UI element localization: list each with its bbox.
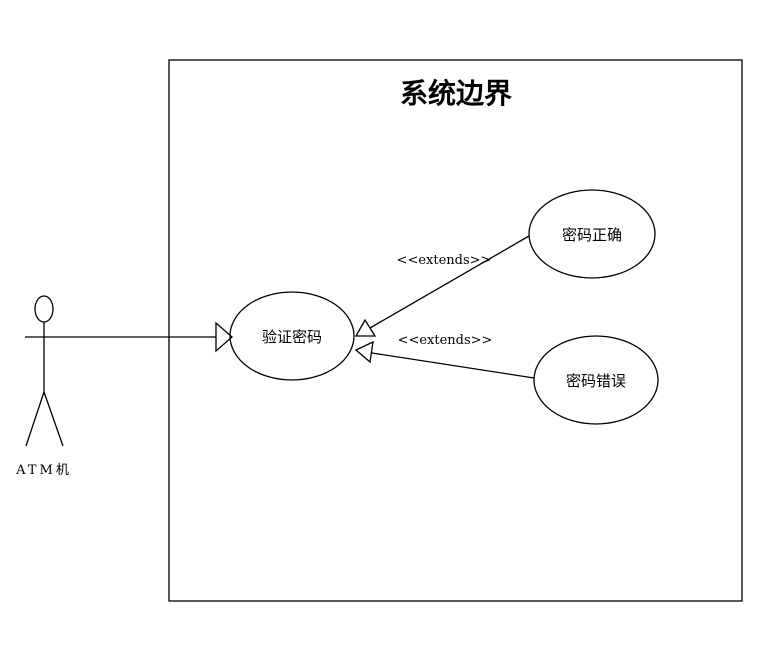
actor-head xyxy=(34,295,54,323)
system-boundary xyxy=(168,59,743,602)
use-case-wrong-label: 密码错误 xyxy=(566,372,626,390)
use-case-verify-ellipse xyxy=(229,291,355,381)
use-case-correct-ellipse xyxy=(528,189,656,279)
extend-arrowhead xyxy=(354,318,377,337)
use-case-password-correct[interactable]: 密码正确 xyxy=(528,189,656,279)
association-actor-verify xyxy=(63,321,233,353)
extend-line xyxy=(371,352,535,379)
extend-arrowhead xyxy=(354,340,374,364)
association-arrowhead xyxy=(215,321,233,353)
use-case-wrong-ellipse xyxy=(533,335,659,425)
extend-line xyxy=(369,235,530,329)
use-case-verify-label: 验证密码 xyxy=(262,328,322,346)
actor-right-leg xyxy=(43,391,64,447)
actor-label: ATM机 xyxy=(15,463,72,478)
use-case-password-wrong[interactable]: 密码错误 xyxy=(533,335,659,425)
actor-left-leg xyxy=(25,391,45,447)
actor-atm[interactable]: ATM机 xyxy=(15,295,72,478)
use-case-correct-label: 密码正确 xyxy=(562,226,622,244)
extend-label: <<extends>> xyxy=(397,253,492,268)
use-case-verify-password[interactable]: 验证密码 xyxy=(229,291,355,381)
extend-wrong-verify: <<extends>> xyxy=(354,333,535,379)
extend-correct-verify: <<extends>> xyxy=(354,235,530,337)
system-boundary-title: 系统边界 xyxy=(400,77,512,110)
extend-label: <<extends>> xyxy=(398,333,493,348)
